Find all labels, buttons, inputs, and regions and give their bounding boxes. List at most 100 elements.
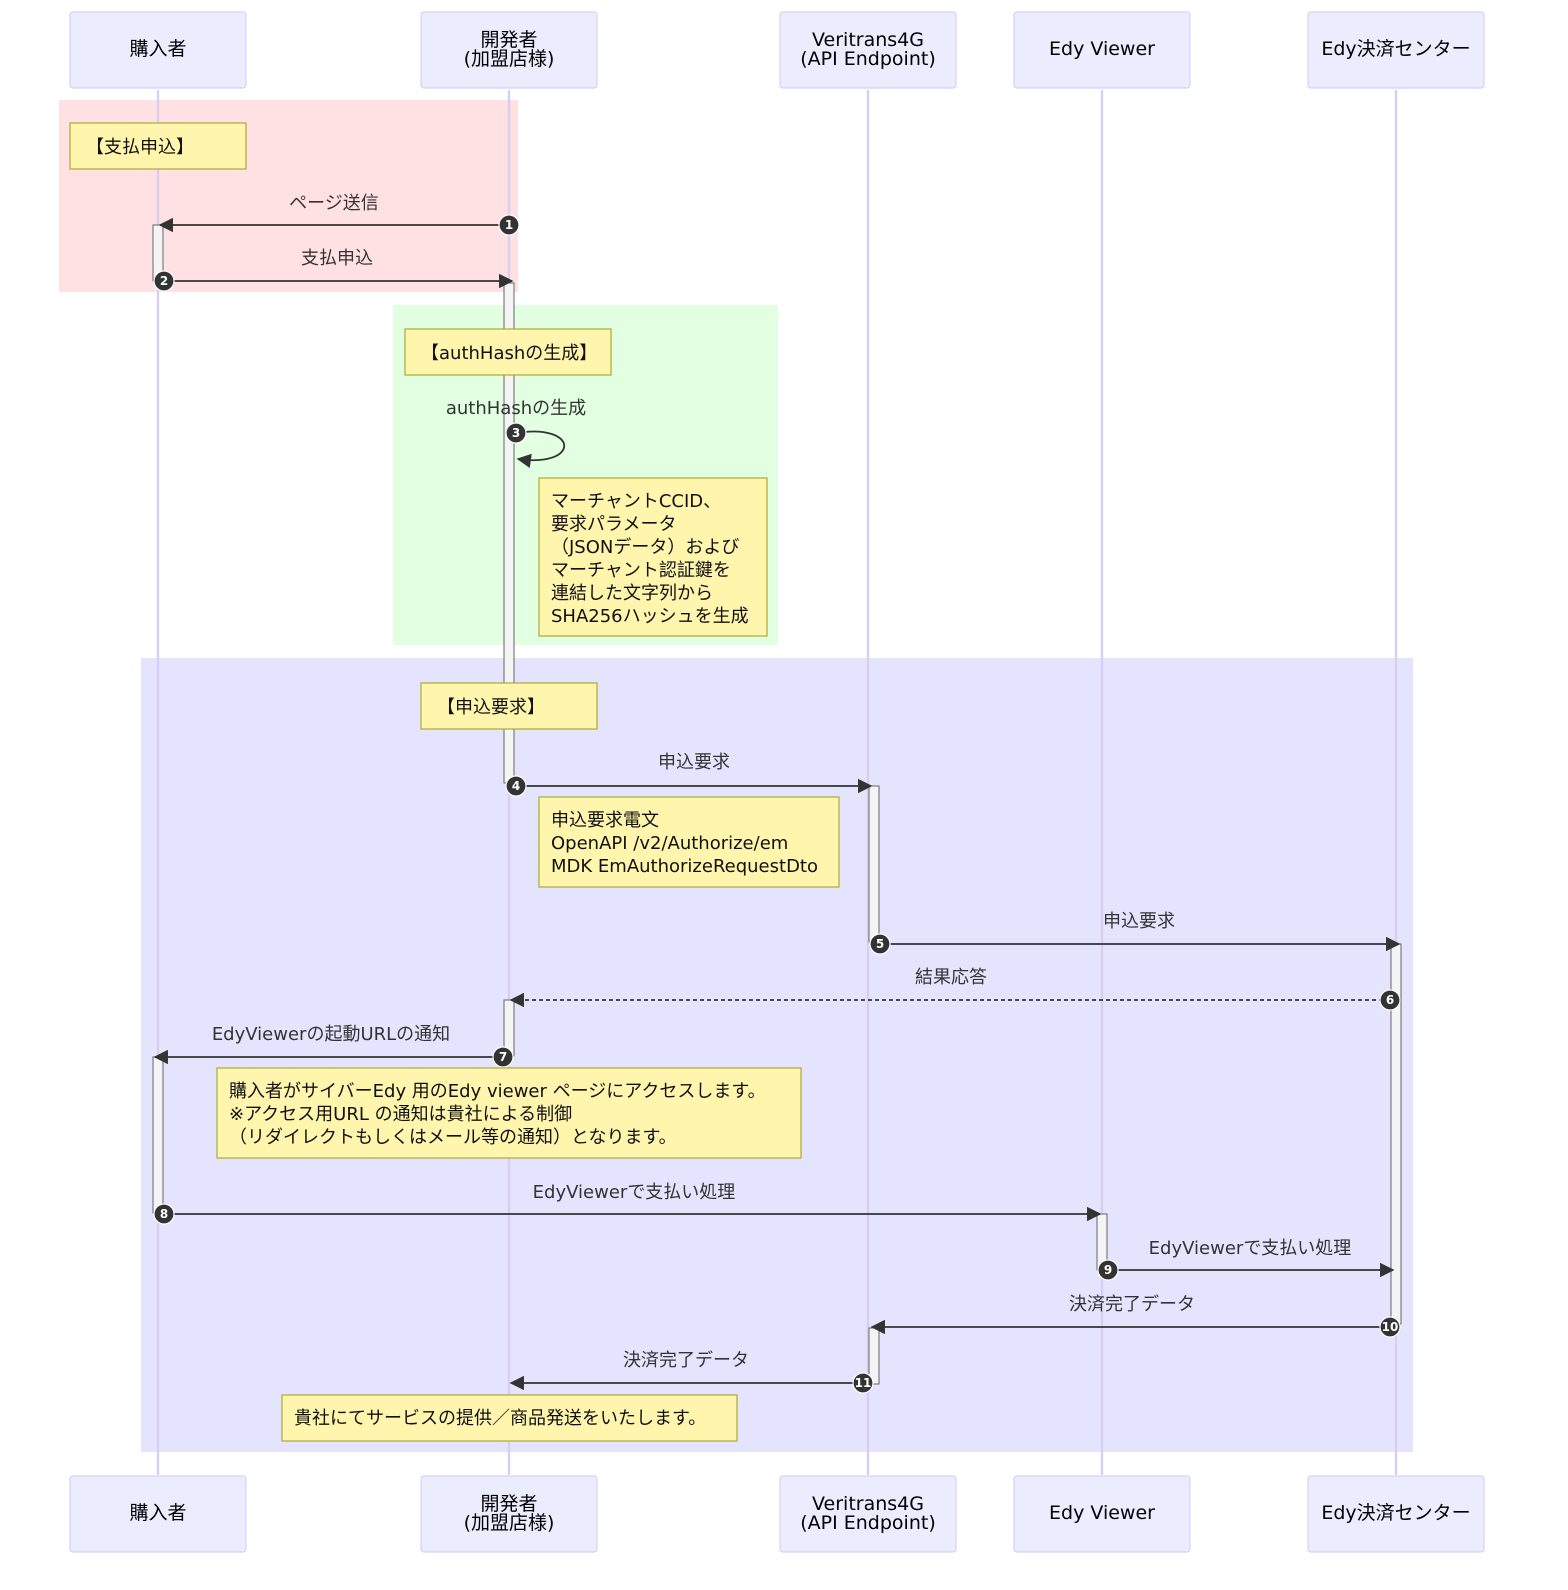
actor-buyer-bottom-label: 購入者: [129, 1502, 186, 1524]
note-request-line-2: OpenAPI /v2/Authorize/em: [551, 833, 788, 854]
actor-edy-viewer-bottom: Edy Viewer: [1013, 1475, 1191, 1553]
note-authhash-line-3: （JSONデータ）および: [551, 537, 739, 558]
sequence-number-10: 10: [1382, 1320, 1399, 1334]
group-title-payment-request-text: 【支払申込】: [86, 137, 194, 158]
group-titles: 【支払申込】 【authHashの生成】 【申込要求】: [69, 122, 612, 730]
actor-veritrans-label-line2: (API Endpoint): [800, 48, 936, 70]
message-11-label: 決済完了データ: [623, 1350, 749, 1371]
actor-edy-center-label: Edy決済センター: [1321, 38, 1470, 60]
actor-developer-bottom: 開発者 (加盟店様): [420, 1475, 598, 1553]
message-9-label: EdyViewerで支払い処理: [1149, 1238, 1352, 1259]
notes: マーチャントCCID、 要求パラメータ （JSONデータ）および マーチャント認…: [216, 477, 840, 1442]
note-access-line-2: ※アクセス用URL の通知は貴社による制御: [229, 1104, 572, 1125]
message-1-label: ページ送信: [289, 193, 379, 214]
message-2: 支払申込 2: [153, 248, 514, 292]
sequence-number-1: 1: [505, 218, 513, 232]
actor-buyer-bottom: 購入者: [69, 1475, 247, 1553]
actor-veritrans-bottom-label-line1: Veritrans4G: [812, 1493, 924, 1515]
note-authhash-line-1: マーチャントCCID、: [551, 491, 721, 512]
note-authhash-line-2: 要求パラメータ: [551, 514, 676, 535]
message-10: 決済完了データ 10: [870, 1294, 1401, 1338]
message-8: EdyViewerで支払い処理 8: [153, 1182, 1102, 1225]
group-backgrounds: [59, 100, 1413, 1452]
actor-edy-center: Edy決済センター: [1307, 11, 1485, 89]
message-8-label: EdyViewerで支払い処理: [533, 1182, 736, 1203]
actor-developer-label-line1: 開発者: [480, 29, 537, 51]
actor-edy-viewer-label: Edy Viewer: [1049, 38, 1155, 60]
actor-veritrans-bottom: Veritrans4G (API Endpoint): [779, 1475, 957, 1553]
actor-edy-viewer-bottom-label: Edy Viewer: [1049, 1502, 1155, 1524]
actor-developer-label-line2: (加盟店様): [464, 48, 555, 70]
sequence-number-badge: [153, 270, 175, 292]
message-4-label: 申込要求: [658, 752, 730, 773]
group-title-authhash: 【authHashの生成】: [404, 328, 612, 376]
sequence-number-4: 4: [512, 779, 520, 793]
message-9: EdyViewerで支払い処理 9: [1097, 1238, 1395, 1281]
message-1: ページ送信 1: [158, 193, 520, 236]
sequence-number-badge: [153, 1203, 175, 1225]
message-11: 決済完了データ 11: [509, 1350, 874, 1394]
note-authhash-line-6: SHA256ハッシュを生成: [551, 606, 749, 627]
note-request-line-3: MDK EmAuthorizeRequestDto: [551, 856, 818, 877]
sequence-number-2: 2: [160, 274, 168, 288]
note-access-line-1: 購入者がサイバーEdy 用のEdy viewer ページにアクセスします。: [229, 1081, 766, 1102]
sequence-number-5: 5: [876, 937, 884, 951]
actor-edy-center-bottom: Edy決済センター: [1307, 1475, 1485, 1553]
note-access-line-3: （リダイレクトもしくはメール等の通知）となります。: [229, 1127, 677, 1148]
sequence-number-badge: [1379, 1316, 1401, 1338]
sequence-number-6: 6: [1386, 993, 1394, 1007]
actor-veritrans: Veritrans4G (API Endpoint): [779, 11, 957, 89]
actor-veritrans-bottom-label-line2: (API Endpoint): [800, 1512, 936, 1534]
message-6-label: 結果応答: [915, 967, 987, 988]
sequence-number-8: 8: [160, 1207, 168, 1221]
message-7-label: EdyViewerの起動URLの通知: [212, 1024, 450, 1045]
note-authhash-detail: マーチャントCCID、 要求パラメータ （JSONデータ）および マーチャント認…: [538, 477, 768, 637]
note-authhash-line-5: 連結した文字列から: [551, 583, 713, 604]
note-request-line-1: 申込要求電文: [551, 810, 659, 831]
message-10-label: 決済完了データ: [1069, 1294, 1195, 1315]
actors-bottom: 購入者 開発者 (加盟店様) Veritrans4G (API Endpoint…: [69, 1475, 1485, 1553]
group-title-payment-request: 【支払申込】: [69, 122, 247, 170]
sequence-number-badge: [505, 422, 527, 444]
sequence-number-badge: [869, 933, 891, 955]
activation-veritrans-1: [868, 785, 880, 943]
note-access-notice: 購入者がサイバーEdy 用のEdy viewer ページにアクセスします。 ※ア…: [216, 1067, 802, 1159]
message-3: authHashの生成 3: [446, 398, 586, 468]
sequence-number-badge: [1097, 1259, 1119, 1281]
note-request-message: 申込要求電文 OpenAPI /v2/Authorize/em MDK EmAu…: [538, 796, 840, 888]
group-title-application: 【申込要求】: [420, 682, 598, 730]
sequence-number-3: 3: [512, 426, 520, 440]
sequence-number-9: 9: [1104, 1263, 1112, 1277]
group-title-authhash-text: 【authHashの生成】: [421, 343, 597, 364]
activation-buyer-2: [152, 1056, 164, 1214]
message-5: 申込要求 5: [869, 911, 1401, 955]
note-service-delivery: 貴社にてサービスの提供／商品発送をいたします。: [281, 1394, 738, 1442]
note-service-line-1: 貴社にてサービスの提供／商品発送をいたします。: [294, 1408, 706, 1429]
messages: ページ送信 1 支払申込 2 authHashの生成 3 申込要求 4: [153, 193, 1401, 1394]
sequence-number-badge: [852, 1372, 874, 1394]
actor-developer-bottom-label-line1: 開発者: [480, 1493, 537, 1515]
sequence-number-7: 7: [499, 1050, 507, 1064]
actor-edy-viewer: Edy Viewer: [1013, 11, 1191, 89]
message-3-label: authHashの生成: [446, 398, 586, 419]
note-authhash-line-4: マーチャント認証鍵を: [551, 560, 731, 581]
group-application-background: [141, 658, 1413, 1452]
actors-top: 購入者 開発者 (加盟店様) Veritrans4G (API Endpoint…: [69, 11, 1485, 89]
sequence-number-badge: [492, 1046, 514, 1068]
sequence-number-badge: [505, 775, 527, 797]
actor-buyer-label: 購入者: [129, 38, 186, 60]
message-2-label: 支払申込: [301, 248, 373, 269]
group-title-application-text: 【申込要求】: [437, 697, 545, 718]
message-7: EdyViewerの起動URLの通知 7: [153, 1024, 514, 1068]
message-6: 結果応答 6: [509, 967, 1401, 1011]
message-5-label: 申込要求: [1103, 911, 1175, 932]
message-4: 申込要求 4: [505, 752, 873, 797]
actor-veritrans-label-line1: Veritrans4G: [812, 29, 924, 51]
actor-developer-bottom-label-line2: (加盟店様): [464, 1512, 555, 1534]
sequence-number-badge: [498, 214, 520, 236]
actor-edy-center-bottom-label: Edy決済センター: [1321, 1502, 1470, 1524]
sequence-number-badge: [1379, 989, 1401, 1011]
actor-developer: 開発者 (加盟店様): [420, 11, 598, 89]
sequence-number-11: 11: [855, 1376, 872, 1390]
